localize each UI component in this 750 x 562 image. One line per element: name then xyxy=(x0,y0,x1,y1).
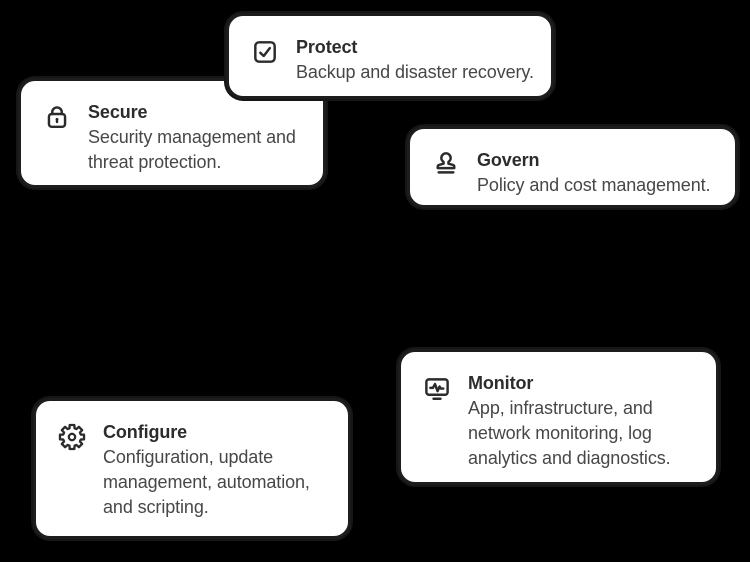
checkbox-check-icon xyxy=(251,38,279,66)
card-title: Govern xyxy=(477,150,540,170)
stamp-icon xyxy=(432,151,460,179)
card-title: Configure xyxy=(103,422,188,442)
card-title: Secure xyxy=(88,102,148,122)
monitor-pulse-icon xyxy=(423,374,451,402)
card-description: Security management and threat protectio… xyxy=(88,127,296,172)
card-title: Monitor xyxy=(468,373,534,393)
card-configure: Configure Configuration, update manageme… xyxy=(33,398,351,539)
card-description: Backup and disaster recovery. xyxy=(296,62,534,82)
card-govern: Govern Policy and cost management. xyxy=(407,126,738,208)
card-description: Policy and cost management. xyxy=(477,175,711,195)
card-title: Protect xyxy=(296,37,358,57)
lock-icon xyxy=(43,103,71,131)
card-monitor: Monitor App, infrastructure, and network… xyxy=(398,349,719,485)
card-description: Configuration, update management, automa… xyxy=(103,447,310,517)
card-description: App, infrastructure, and network monitor… xyxy=(468,398,671,468)
gear-icon xyxy=(58,423,86,451)
card-protect: Protect Backup and disaster recovery. xyxy=(226,13,554,99)
